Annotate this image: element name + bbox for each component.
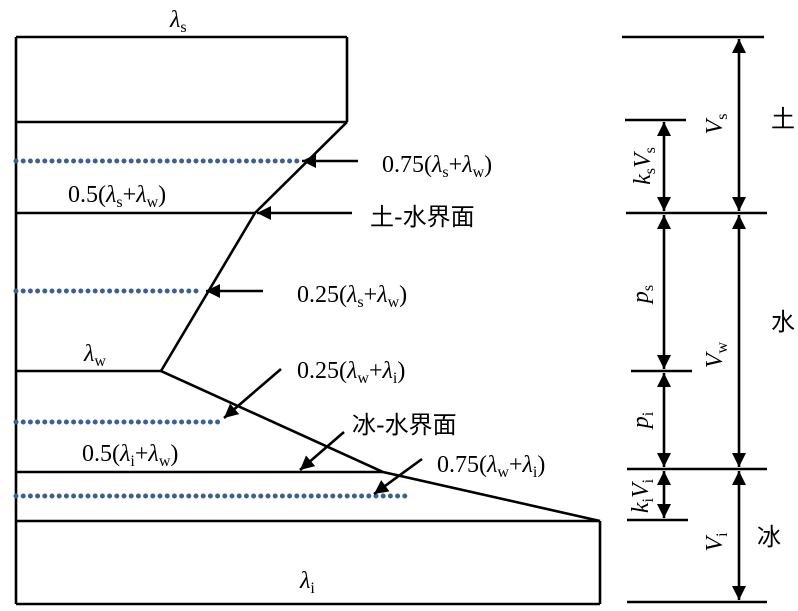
dim-label-ks-vs: ksVs bbox=[630, 147, 659, 185]
pointer-arrows bbox=[206, 154, 423, 496]
main-block bbox=[14, 35, 602, 606]
dim-label-pi: pi bbox=[628, 411, 657, 430]
zone-label-ice: 冰 bbox=[757, 523, 781, 551]
dim-label-vw: Vw bbox=[702, 341, 731, 368]
arrow-ice-water-interface bbox=[299, 431, 345, 471]
arrow-025-wi bbox=[223, 368, 282, 419]
lambda-i-label: λi bbox=[299, 568, 315, 597]
label-075-wi: 0.75(λw+λi) bbox=[437, 452, 545, 481]
zone-label-soil: 土 bbox=[771, 105, 795, 133]
lambda-s-label: λs bbox=[169, 7, 187, 36]
label-05-sw: 0.5(λs+λw) bbox=[68, 182, 166, 211]
arrow-075-wi bbox=[373, 457, 423, 496]
lambda-w-label: λw bbox=[83, 341, 106, 370]
dimension-panel: Vs ksVs ps Vw pi kiVi Vi 土 水 冰 bbox=[622, 35, 795, 604]
label-05-iw: 0.5(λi+λw) bbox=[82, 441, 178, 470]
dim-label-vi: Vi bbox=[702, 532, 731, 552]
dotted-lines bbox=[13, 158, 408, 499]
dim-label-ps: ps bbox=[628, 285, 657, 305]
dim-label-vs: Vs bbox=[702, 114, 731, 135]
label-025-sw: 0.25(λs+λw) bbox=[297, 282, 407, 311]
conductivity-profile-line bbox=[159, 121, 601, 523]
zone-label-water: 水 bbox=[771, 308, 795, 336]
label-025-wi: 0.25(λw+λi) bbox=[297, 358, 405, 387]
dim-label-ki-vi: kiVi bbox=[628, 478, 657, 513]
soil-water-interface-label: 土-水界面 bbox=[370, 203, 475, 231]
label-075-sw: 0.75(λs+λw) bbox=[382, 152, 492, 181]
ice-water-interface-label: 冰-水界面 bbox=[352, 411, 457, 439]
